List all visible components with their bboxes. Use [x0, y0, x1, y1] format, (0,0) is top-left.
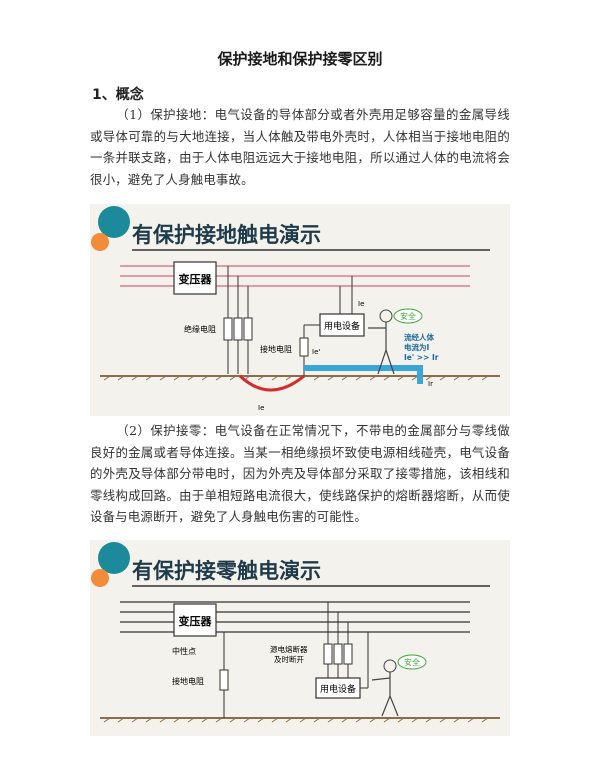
current-return-arrow: [238, 374, 305, 392]
current-note-line2: 电流为I: [404, 342, 429, 352]
ground-resistance-label: 接地电阻: [260, 344, 292, 354]
current-note-line3: Ie' >> Ir: [404, 353, 439, 362]
safe-label: 安全: [400, 311, 416, 321]
figure-heading: 有保护接零触电演示: [132, 559, 321, 583]
safe-bubble: [397, 654, 427, 670]
transformer-label: 变压器: [179, 272, 213, 286]
decor-circle-orange-icon: [91, 569, 109, 587]
body-current-arrow: [304, 365, 423, 384]
label-ie: Ie: [358, 300, 364, 308]
person-body-icon: [371, 672, 399, 717]
figure-neutral-demo: 有保护接零触电演示 变压器 中性点 接地电阻 源电熔断器 及时断开 用电设备 安…: [90, 540, 510, 736]
safe-label: 安全: [404, 657, 420, 667]
insulation-resistor-1: [223, 317, 233, 341]
insulation-resistance-label: 绝缘电阻: [184, 324, 216, 334]
current-note-line1: 流经人体: [404, 332, 434, 342]
label-ie-bottom: Ie: [258, 404, 264, 412]
paragraph-protective-neutral: （2）保护接零：电气设备在正常情况下，不带电的金属部分与零线做良好的金属或者导体…: [90, 423, 510, 524]
transformer-box: [173, 603, 217, 637]
figure-heading: 有保护接地触电演示: [132, 223, 321, 247]
label-ir: Ir: [428, 380, 433, 388]
paragraph-protective-grounding: （1）保护接地：电气设备的导体部分或者外壳用足够容量的金属导线或导体可靠的与大地…: [90, 107, 510, 187]
decor-circle-teal-icon: [98, 542, 130, 574]
device-label: 用电设备: [320, 683, 356, 695]
fuse-2: [333, 643, 343, 665]
decor-circle-teal-icon: [98, 206, 130, 238]
transformer-label: 变压器: [179, 614, 213, 628]
insulation-resistor-3: [243, 317, 253, 341]
ground-resistance-label: 接地电阻: [172, 676, 204, 686]
ground-resistor: [299, 337, 309, 357]
figure-grounding-demo: 有保护接地触电演示 变压器 绝缘电阻 用电设备 Ie 接地电阻 Ie' I: [90, 204, 510, 416]
ground-hatching: [103, 375, 489, 381]
label-ie-prime: Ie': [312, 348, 320, 356]
ground-hatching: [103, 717, 489, 723]
device-label: 用电设备: [324, 320, 360, 332]
figure-background: [90, 540, 510, 736]
transformer-box: [173, 261, 217, 295]
safe-bubble: [393, 308, 423, 324]
section-heading: 1、概念: [92, 87, 144, 103]
fuse-3: [343, 643, 353, 665]
fuse-label-line2: 及时断开: [274, 654, 304, 664]
insulation-resistor-2: [233, 317, 243, 341]
person-body-icon: [368, 322, 395, 375]
decor-circle-orange-icon: [91, 233, 109, 251]
fuse-label-line1: 源电熔断器: [270, 644, 308, 654]
ground-resistor: [219, 669, 229, 691]
neutral-point-label: 中性点: [172, 646, 196, 656]
fuse-1: [323, 643, 333, 665]
document-title: 保护接地和保护接零区别: [217, 50, 383, 68]
